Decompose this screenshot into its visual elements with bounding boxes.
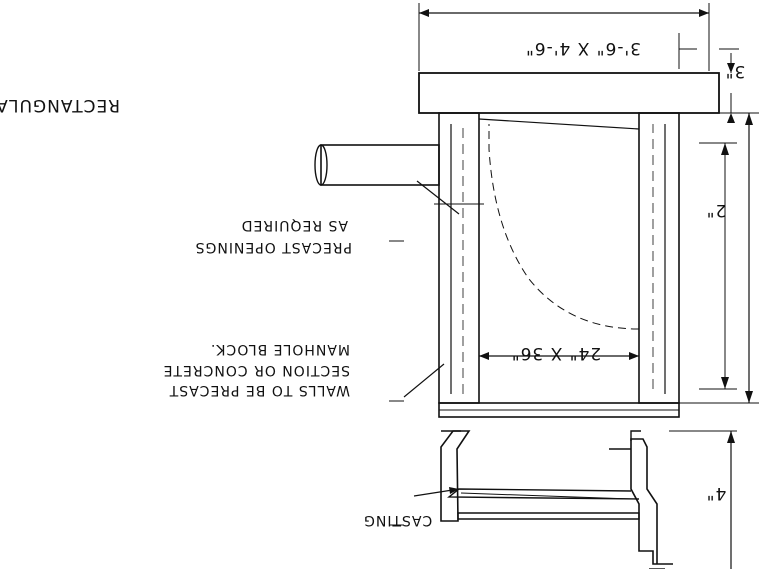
labels: RECTANGULAR 3'-6" X 4'-6" 3" 2" 24" X 36… (0, 38, 745, 528)
walls-label-2: SECTION OR CONCRETE (163, 362, 350, 378)
casting (440, 430, 673, 569)
wall-height-label: 2" (706, 200, 727, 220)
walls-label-3: MANHOLE BLOCK. (210, 341, 350, 357)
top-slab (418, 72, 720, 114)
top-width-label: 3'-6" X 4'-6" (525, 38, 641, 58)
openings-label-2: AS REQUIRED (241, 217, 348, 233)
slab-thickness-dimension (727, 53, 735, 123)
leader-lines (389, 180, 484, 526)
bottom-dimension (669, 430, 737, 569)
pipe (314, 144, 440, 186)
bottom-label: 4" (706, 483, 727, 503)
inner-opening-label: 24" X 36" (511, 343, 601, 363)
precast-opening-outline (488, 124, 640, 330)
drawing-title: RECTANGULAR (0, 95, 120, 115)
casting-label: CASTING (363, 512, 432, 528)
slab-thickness-label: 3" (725, 61, 746, 81)
openings-label-1: PRECAST OPENINGS (195, 239, 352, 255)
right-wall (438, 112, 480, 404)
top-width-dimension (418, 3, 739, 71)
wall-height-dimension (679, 112, 759, 404)
left-wall (638, 112, 680, 404)
walls-label-1: WALLS TO BE PRECAST (169, 382, 350, 398)
inner-opening-dimension (479, 352, 639, 360)
